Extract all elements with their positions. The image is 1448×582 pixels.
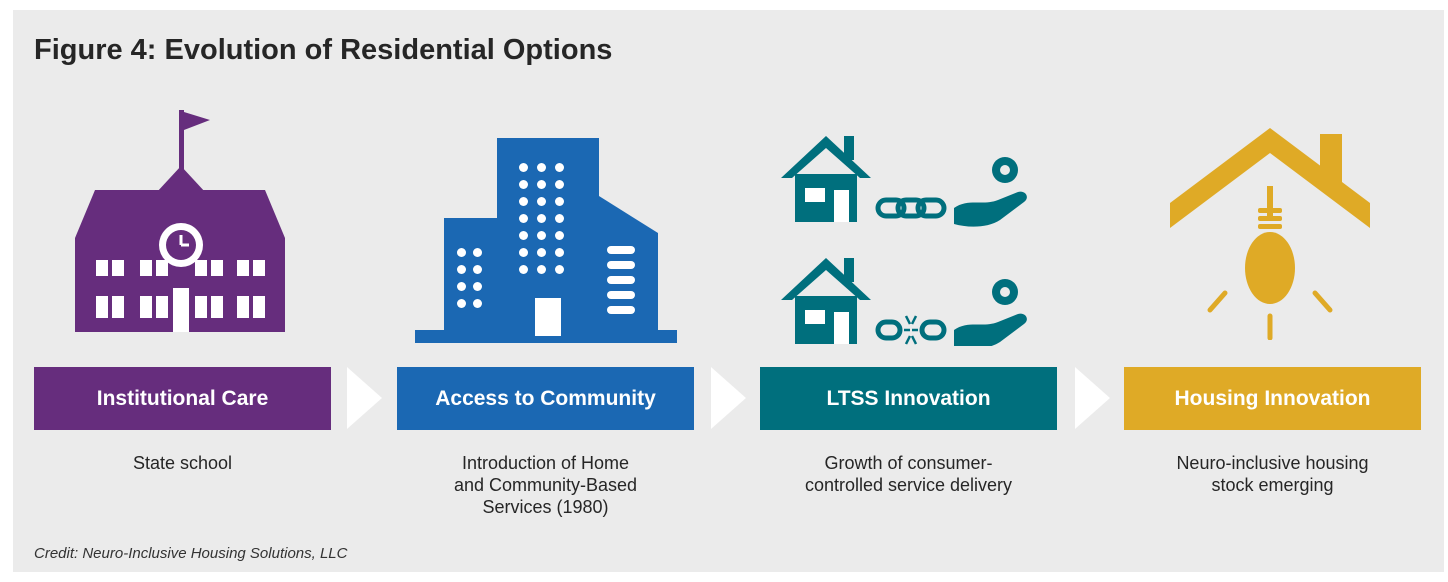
stage-institutional-care: Institutional Care xyxy=(34,367,331,430)
stage-description: State school xyxy=(132,453,233,473)
stage-access-to-community: Access to Community xyxy=(397,367,694,430)
stage-label: Housing Innovation xyxy=(1174,386,1371,410)
stage-label: Access to Community xyxy=(435,386,656,410)
stage-label: LTSS Innovation xyxy=(826,386,991,410)
figure-credit: Credit: Neuro-Inclusive Housing Solution… xyxy=(34,545,348,562)
stage-housing-innovation: Housing Innovation xyxy=(1124,367,1421,430)
stage-arrow-3 xyxy=(1075,367,1110,429)
school-building-icon xyxy=(75,110,285,332)
stage-arrow-2 xyxy=(711,367,746,429)
stage-ltss-innovation: LTSS Innovation xyxy=(760,367,1057,430)
house-lightbulb-icon xyxy=(1170,128,1370,340)
stage-label: Institutional Care xyxy=(96,386,269,410)
figure-title: Figure 4: Evolution of Residential Optio… xyxy=(34,34,613,66)
stage-description: Growth of consumer-controlled service de… xyxy=(804,453,1013,495)
stage-arrow-1 xyxy=(347,367,382,429)
house-linked-service-icon xyxy=(781,136,1027,346)
office-building-icon xyxy=(415,138,677,343)
